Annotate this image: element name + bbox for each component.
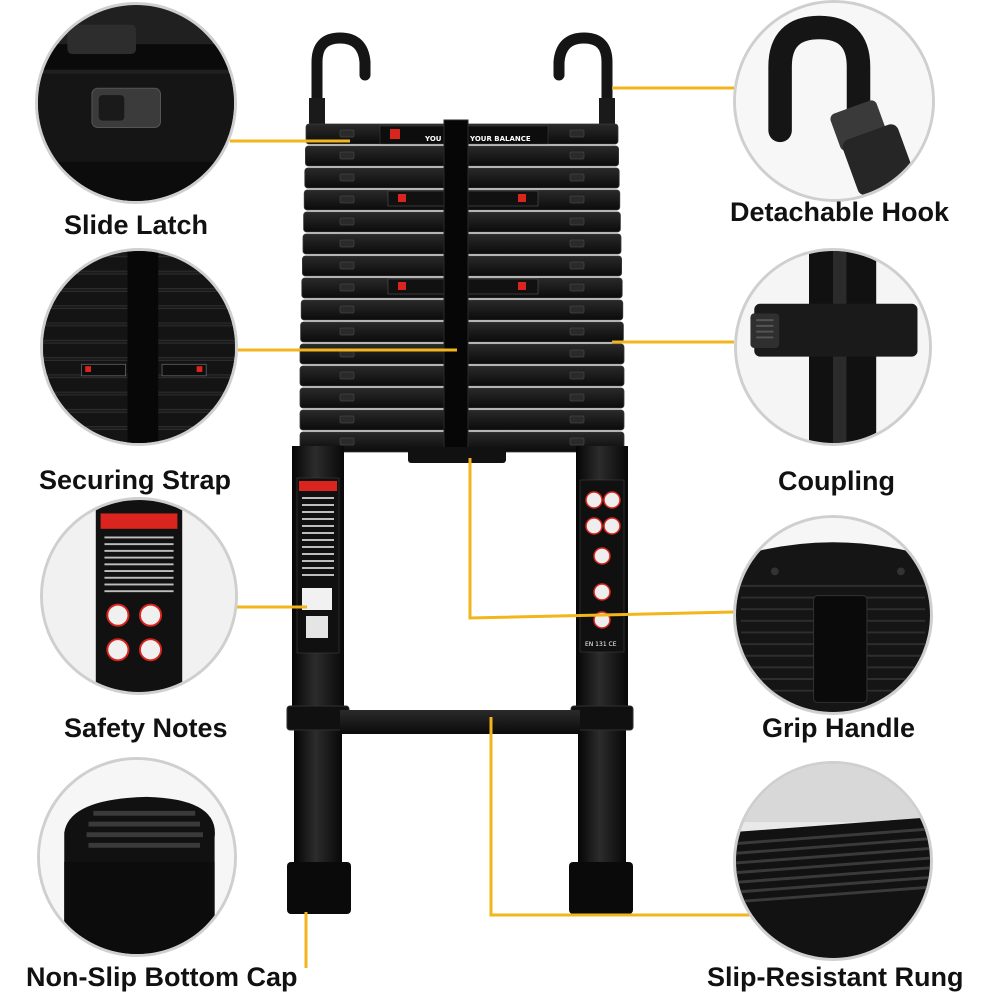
ladder-top-banner: YOU C: [424, 135, 449, 143]
safety-notes-label: Safety Notes: [64, 713, 228, 743]
coupling-closeup: [734, 248, 932, 446]
bottom-cap-label: Non-Slip Bottom Cap: [26, 962, 298, 992]
left-rail-safety-sticker: [296, 477, 340, 654]
slip-resistant-rung-closeup: [733, 761, 933, 961]
ladder-hooks: [311, 32, 613, 126]
detachable-hook-label: Detachable Hook: [730, 197, 950, 227]
certification-text: EN 131 CE: [585, 641, 617, 648]
bottom-cap-right: [569, 862, 633, 914]
slide-latch-label: Slide Latch: [64, 210, 209, 240]
coupling-label: Coupling: [778, 466, 895, 496]
right-rail-safety-sticker: EN 131 CE: [579, 479, 625, 653]
ladder-balance-banner: YOUR BALANCE: [469, 135, 531, 143]
bottom-cap-closeup: [37, 757, 237, 957]
grip-handle-label: Grip Handle: [762, 713, 916, 743]
leader-lines: [230, 86, 758, 968]
securing-strap-closeup: [40, 248, 238, 446]
slip-resistant-rung-label: Slip-Resistant Rung: [707, 962, 964, 992]
securing-strap-label: Securing Strap: [39, 465, 232, 495]
slide-latch-closeup: [35, 2, 237, 204]
securing-strap: [443, 119, 469, 461]
safety-notes-closeup: [40, 497, 238, 695]
detachable-hook-closeup: [733, 0, 935, 202]
bottom-cap-left: [287, 862, 351, 914]
grip-handle-closeup: [733, 515, 933, 715]
